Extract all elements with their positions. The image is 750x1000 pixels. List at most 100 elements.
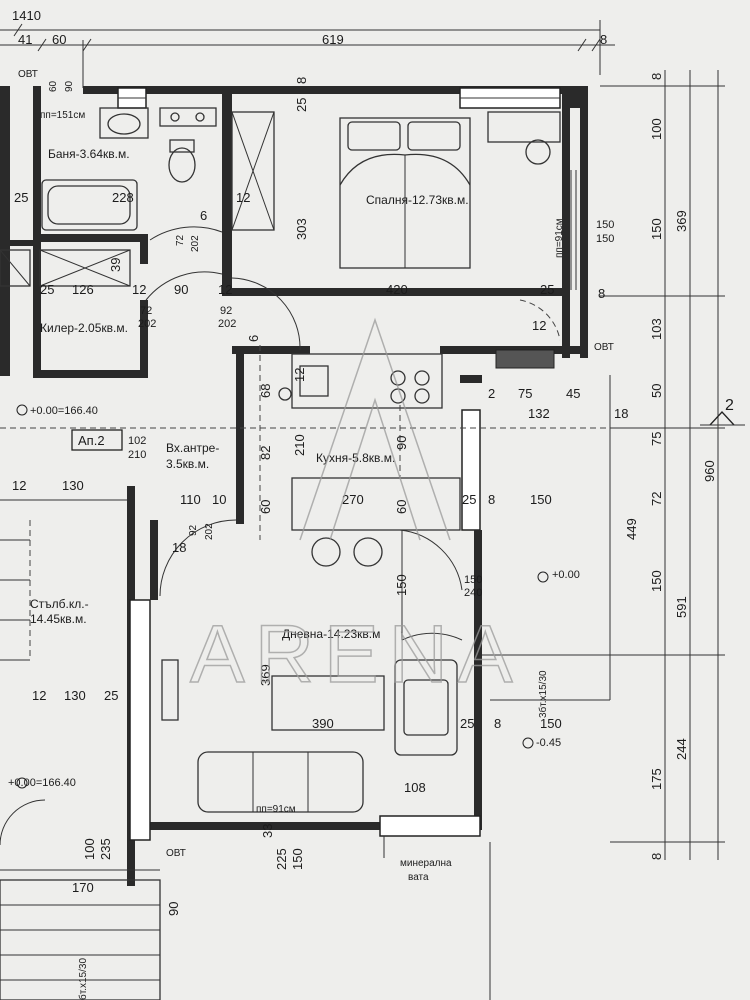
dim-90-b: 90 (166, 902, 181, 916)
dim-right-100: 100 (649, 118, 664, 140)
dim-right-369: 369 (674, 210, 689, 232)
room-entrance-label-1: Вх.антре- (166, 441, 219, 455)
door-storage-bot: 202 (138, 318, 156, 330)
watermark-logo (299, 317, 451, 541)
door-bed-bot: 202 (218, 318, 236, 330)
window-bedroom-right (570, 170, 577, 290)
dim-8-vertical: 8 (294, 77, 309, 84)
dim-8-c: 8 (488, 492, 495, 507)
dim-25-a: 25 (14, 190, 28, 205)
dim-130-b: 130 (64, 688, 86, 703)
dim-132: 132 (528, 406, 550, 421)
level-markers (16, 404, 549, 789)
storage-shelves (0, 249, 131, 287)
dim-41: 41 (18, 32, 32, 47)
bath-fixtures (41, 107, 217, 231)
dim-25-e: 25 (104, 688, 118, 703)
dim-8-d: 8 (494, 716, 501, 731)
dim-8-b: 8 (598, 286, 605, 301)
bath-window-sill: пп=151см (40, 110, 85, 121)
ovt-bottom: ОВТ (166, 848, 186, 859)
dim-18-a: 18 (614, 406, 628, 421)
room-stair-label-1: Стълб.кл.- (30, 597, 89, 611)
stair-steps-right: 3бт.х15/30 (537, 670, 549, 718)
kitchen-island (291, 477, 461, 567)
dim-right-50: 50 (649, 384, 664, 398)
dim-8-top: 8 (600, 32, 607, 47)
dim-right-960: 960 (702, 460, 717, 482)
ovt-right: ОВТ (594, 342, 614, 353)
dim-right-244: 244 (674, 738, 689, 760)
dim-82: 82 (258, 446, 273, 460)
armchair (394, 659, 458, 756)
door-living-bot: 202 (204, 523, 215, 540)
dim-90: 90 (174, 282, 188, 297)
dim-total-width: 1410 (12, 8, 41, 23)
dim-25-c: 25 (540, 282, 554, 297)
section-marker-label: 2 (725, 397, 734, 414)
double-bed (339, 117, 471, 269)
door-bath-top: 72 (175, 234, 186, 246)
dim-10: 10 (212, 492, 226, 507)
dim-60-l: 60 (394, 500, 409, 514)
dim-420: 420 (386, 282, 408, 297)
dim-75: 75 (518, 386, 532, 401)
dim-12-g: 12 (32, 688, 46, 703)
dim-270: 270 (342, 492, 364, 507)
dim-150-c: 150 (540, 716, 562, 731)
dim-18-b: 18 (172, 540, 186, 555)
dim-130-a: 130 (62, 478, 84, 493)
living-window-sill: пп=91см (256, 804, 296, 815)
sofa (197, 751, 364, 813)
kitchen-counter (278, 353, 443, 409)
door-entrance-bot: 210 (128, 449, 146, 461)
dim-6: 6 (200, 208, 207, 223)
apartment-tag: Ап.2 (78, 433, 105, 448)
watermark-text: ARENA (190, 609, 523, 700)
dim-228: 228 (112, 190, 134, 205)
dim-right-8-bottom: 8 (649, 853, 664, 860)
right-dimension-lines (600, 70, 725, 860)
dim-110: 110 (180, 492, 201, 507)
dim-390: 390 (312, 716, 334, 731)
dim-33: 33 (260, 824, 275, 838)
terrace-outline (0, 375, 611, 1000)
dim-210: 210 (292, 434, 307, 456)
room-living-label: Дневна-14.23кв.м (282, 627, 380, 641)
room-stair-label-2: 14.45кв.м. (30, 612, 87, 626)
dim-12-c: 12 (218, 282, 232, 297)
dim-45: 45 (566, 386, 580, 401)
wall-note-2: вата (408, 872, 429, 883)
dim-170: 170 (72, 880, 94, 895)
dim-right-8-top: 8 (649, 73, 664, 80)
door-living-top: 92 (188, 524, 199, 536)
ovt-top-left: ОВТ (18, 69, 38, 80)
dim-12-b: 12 (132, 282, 146, 297)
section-marker (700, 411, 745, 426)
level-left-bottom: +0.00=166.40 (8, 777, 76, 789)
room-bath-label: Баня-3.64кв.м. (48, 147, 130, 161)
dim-126: 126 (72, 282, 94, 297)
dim-right-591: 591 (674, 596, 689, 618)
dim-619: 619 (322, 32, 344, 47)
dim-12-e: 12 (292, 368, 307, 382)
room-bedroom-label: Спалня-12.73кв.м. (366, 193, 469, 207)
dim-25-f: 25 (460, 716, 474, 731)
dim-12-d: 12 (532, 318, 546, 333)
dim-right-150-b: 150 (649, 570, 664, 592)
dim-right-75: 75 (649, 432, 664, 446)
level-right: +0.00 (552, 569, 580, 581)
staircase (0, 499, 161, 1000)
dim-12-f: 12 (12, 478, 26, 493)
dim-right-175: 175 (649, 768, 664, 790)
dim-150-a: 150 (530, 492, 552, 507)
coffee-table (271, 675, 385, 731)
bed-window-bot: 150 (596, 233, 614, 245)
dim-150-b: 150 (394, 574, 409, 596)
dim-60: 60 (52, 32, 66, 47)
dim-369: 369 (258, 664, 273, 686)
door-bed-top: 92 (220, 305, 232, 317)
doors (145, 226, 561, 641)
dim-25-d: 25 (462, 492, 476, 507)
